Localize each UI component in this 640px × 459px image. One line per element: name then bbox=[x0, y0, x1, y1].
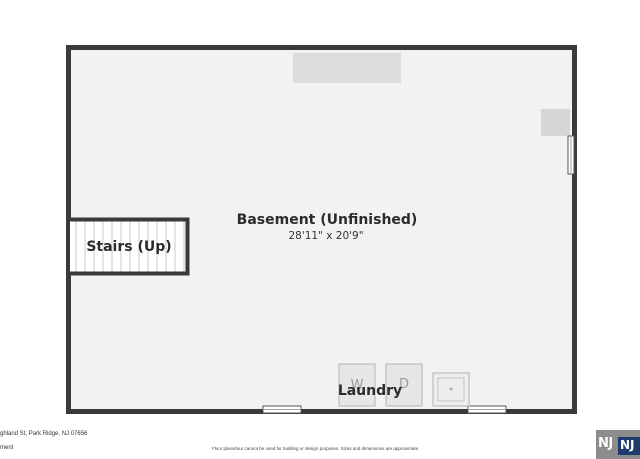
logo-badge-text: NJ bbox=[620, 438, 635, 452]
logo-text: NJ bbox=[598, 436, 613, 451]
property-address: ghland St, Park Ridge, NJ 07656 bbox=[0, 431, 88, 437]
room-dimensions: 28'11" x 20'9" bbox=[288, 230, 363, 242]
logo-badge: NJ bbox=[618, 437, 640, 455]
laundry-sink bbox=[432, 372, 470, 407]
dryer-letter: D bbox=[399, 377, 409, 392]
right-wall-fixture bbox=[541, 109, 570, 136]
floor-name: ment bbox=[0, 445, 14, 451]
disclaimer: Floor plans/tour cannot be used for buil… bbox=[212, 446, 420, 451]
ceiling-fixture bbox=[293, 53, 401, 83]
room-name: Basement (Unfinished) bbox=[237, 212, 418, 228]
laundry-label: Laundry bbox=[338, 383, 402, 399]
washer: W bbox=[338, 363, 376, 407]
dryer: D bbox=[385, 363, 423, 407]
exterior-wall bbox=[66, 45, 577, 414]
stairs-label: Stairs (Up) bbox=[86, 239, 171, 255]
washer-letter: W bbox=[351, 378, 364, 393]
floor-plan: Stairs (Up) Basement (Unfinished) 28'11"… bbox=[66, 45, 577, 414]
stairs: Stairs (Up) bbox=[70, 217, 190, 276]
brand-logo: NJ NJ bbox=[596, 430, 640, 459]
